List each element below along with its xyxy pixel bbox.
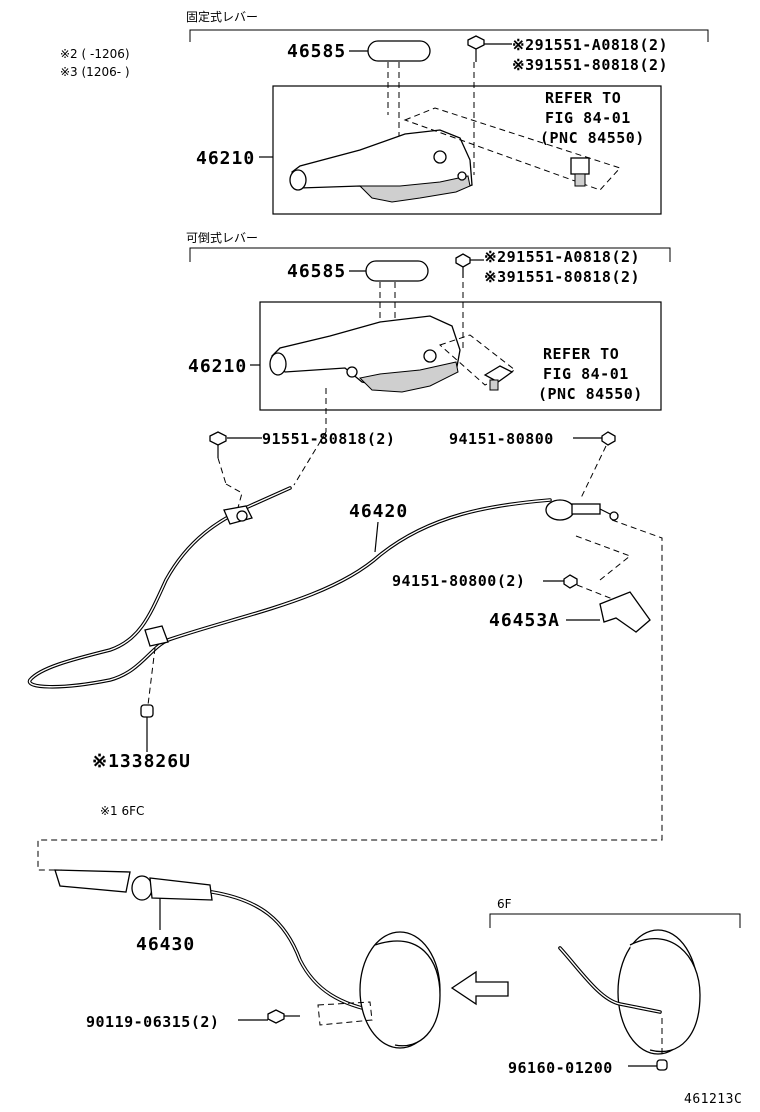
rear-bolt-icon xyxy=(267,1009,300,1024)
bolt-left-icon xyxy=(209,431,227,458)
note-1: ※1 6FC xyxy=(100,804,144,818)
folding-grip-number: 46585 xyxy=(287,261,346,282)
fixed-lever-box xyxy=(272,85,662,215)
clamp-number: ※133826U xyxy=(92,751,191,772)
fixed-lever-bracket-line xyxy=(189,29,709,42)
bracket-number: 46453A xyxy=(489,610,560,631)
fixed-bolt-a-number: ※291551-A0818(2) xyxy=(512,36,668,54)
clamp-icon xyxy=(140,704,154,718)
rear-bolt-number: 90119-06315(2) xyxy=(86,1013,219,1031)
fixed-grip-number: 46585 xyxy=(287,41,346,62)
folding-bolt-a-number: ※291551-A0818(2) xyxy=(484,248,640,266)
direction-arrow xyxy=(450,970,509,1006)
front-cable-clip xyxy=(144,625,169,647)
folding-refer-line1: REFER TO xyxy=(543,345,619,363)
nut-bracket-number: 94151-80800(2) xyxy=(392,572,525,590)
folding-refer-line3: (PNC 84550) xyxy=(538,385,643,403)
variant-bracket-line xyxy=(489,913,741,928)
fixed-refer-line1: REFER TO xyxy=(545,89,621,107)
nut-right-top-number: 94151-80800 xyxy=(449,430,554,448)
folding-bolt-b-number: ※391551-80818(2) xyxy=(484,268,640,286)
folding-refer-line2: FIG 84-01 xyxy=(543,365,629,383)
rear-cable-number: 46430 xyxy=(136,934,195,955)
nut-right-top-icon xyxy=(601,431,616,446)
variant-label: 6F xyxy=(497,897,512,911)
fixed-refer-line3: (PNC 84550) xyxy=(540,129,645,147)
front-cable-right-end xyxy=(545,499,619,521)
rear-cable-group: 46430 90119-06315(2) 6F 96160-0 xyxy=(54,869,741,1077)
folding-refer-outline xyxy=(439,334,516,386)
fixed-bolt-b-number: ※391551-80818(2) xyxy=(512,56,668,74)
folding-lever-title: 可倒式レバー xyxy=(186,231,258,245)
front-cable-group: 91551-80818(2) 94151-80800 46420 94151-8… xyxy=(27,388,663,871)
rear-cable-end-part xyxy=(54,869,213,901)
folding-bolt-icon xyxy=(455,253,471,278)
nut-bracket-icon xyxy=(563,574,578,589)
fixed-refer-line2: FIG 84-01 xyxy=(545,109,631,127)
folding-lever-number: 46210 xyxy=(188,356,247,377)
fixed-bolt-icon xyxy=(467,35,485,62)
note-2: ※2 ( -1206) xyxy=(60,47,130,61)
clip-icon xyxy=(656,1059,668,1071)
note-3: ※3 (1206- ) xyxy=(60,65,130,79)
fixed-lever-part xyxy=(289,129,473,203)
fixed-grip-part xyxy=(367,40,431,62)
folding-lever-part xyxy=(269,315,461,393)
figure-code: 461213C xyxy=(684,1092,742,1107)
folding-lever-bracket-line xyxy=(189,247,671,262)
front-cable-left-end xyxy=(223,505,253,525)
fixed-lever-title: 固定式レバー xyxy=(186,9,258,24)
fixed-lever-number: 46210 xyxy=(196,148,255,169)
folding-grip-part xyxy=(365,260,429,282)
wheel-drum-left xyxy=(359,931,441,1049)
bolt-left-number: 91551-80818(2) xyxy=(262,430,395,448)
folding-switch-part xyxy=(483,365,514,391)
wheel-drum-right xyxy=(617,929,701,1055)
fixed-refer-outline xyxy=(403,107,621,191)
folding-lever-group: 可倒式レバー 46585 ※291551-A0818(2) ※391551-80… xyxy=(186,231,671,411)
bracket-part xyxy=(599,591,651,633)
fixed-lever-group: 固定式レバー 46585 ※291551-A0818(2) ※391551-80… xyxy=(186,9,709,215)
folding-lever-box xyxy=(259,301,662,411)
fixed-switch-part xyxy=(570,157,590,187)
front-cable-number: 46420 xyxy=(349,501,408,522)
clip-number: 96160-01200 xyxy=(508,1059,613,1077)
connection-dash-line xyxy=(37,519,663,871)
